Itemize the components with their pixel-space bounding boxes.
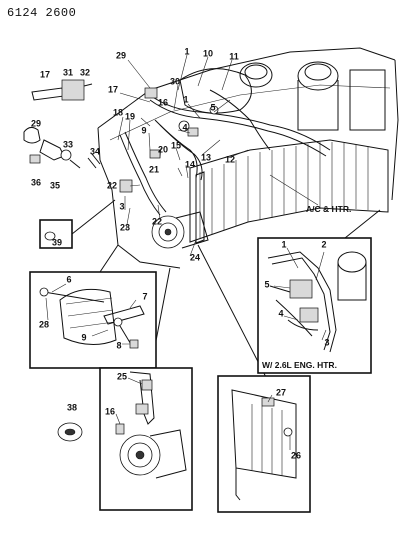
callout-compressor: 25 bbox=[116, 371, 128, 382]
callout-main: 23 bbox=[119, 222, 131, 233]
callout-part-38: 38 bbox=[66, 402, 78, 413]
callout-engine-heater: 4 bbox=[278, 308, 284, 319]
callout-main: 39 bbox=[51, 237, 63, 248]
callout-main: 9 bbox=[141, 125, 147, 136]
callout-main: 29 bbox=[115, 50, 127, 61]
callout-valve: 8 bbox=[116, 340, 122, 351]
callout-valve: 28 bbox=[38, 319, 50, 330]
callout-compressor: 16 bbox=[104, 406, 116, 417]
callout-main: 11 bbox=[229, 51, 239, 62]
callout-main: 22 bbox=[106, 180, 118, 191]
part-38-fitting bbox=[57, 422, 83, 442]
callout-main: 10 bbox=[202, 48, 214, 59]
callout-main: 3 bbox=[119, 201, 125, 212]
callout-main: 4 bbox=[182, 122, 188, 133]
callout-main: 29 bbox=[30, 118, 42, 129]
inset-engine-heater bbox=[257, 237, 372, 374]
callout-main: 17 bbox=[107, 84, 119, 95]
callout-main: 13 bbox=[200, 152, 212, 163]
callout-engine-heater: 1 bbox=[281, 239, 287, 250]
inset-compressor bbox=[99, 367, 193, 511]
callout-main: 34 bbox=[89, 146, 101, 157]
callout-valve: 7 bbox=[142, 291, 148, 302]
caption-ac-heater: A/C & HTR. bbox=[306, 204, 352, 214]
callout-main: 36 bbox=[30, 177, 42, 188]
callout-main: 15 bbox=[170, 140, 182, 151]
callout-main: 1 bbox=[184, 46, 190, 57]
callout-engine-heater: 3 bbox=[324, 337, 330, 348]
callout-condenser: 27 bbox=[275, 387, 287, 398]
callout-main: 32 bbox=[79, 67, 91, 78]
callout-main: 35 bbox=[49, 180, 61, 191]
callout-main: 31 bbox=[62, 67, 74, 78]
callout-engine-heater: 2 bbox=[321, 239, 327, 250]
callout-main: 5 bbox=[210, 102, 216, 113]
callout-engine-heater: 5 bbox=[264, 279, 270, 290]
callout-main: 22 bbox=[151, 216, 163, 227]
callout-main: 19 bbox=[124, 111, 136, 122]
callout-main: 18 bbox=[112, 107, 124, 118]
callout-main: 17 bbox=[39, 69, 51, 80]
callout-valve: 9 bbox=[81, 332, 87, 343]
caption-engine-heater: W/ 2.6L ENG. HTR. bbox=[262, 360, 337, 370]
callout-main: 14 bbox=[184, 159, 196, 170]
callout-valve: 6 bbox=[66, 274, 72, 285]
callout-condenser: 26 bbox=[290, 450, 302, 461]
engine-compartment bbox=[23, 47, 399, 269]
callout-main: 12 bbox=[224, 154, 236, 165]
callout-main: 20 bbox=[157, 144, 169, 155]
callout-main: 24 bbox=[189, 252, 201, 263]
inset-condenser bbox=[217, 375, 311, 513]
inset-valve bbox=[29, 271, 157, 369]
document-id: 6124 2600 bbox=[7, 6, 77, 20]
callout-main: 33 bbox=[62, 139, 74, 150]
callout-main: 21 bbox=[148, 164, 160, 175]
callout-main: 16 bbox=[157, 97, 169, 108]
callout-main: 1 bbox=[183, 94, 189, 105]
callout-main: 30 bbox=[169, 76, 181, 87]
